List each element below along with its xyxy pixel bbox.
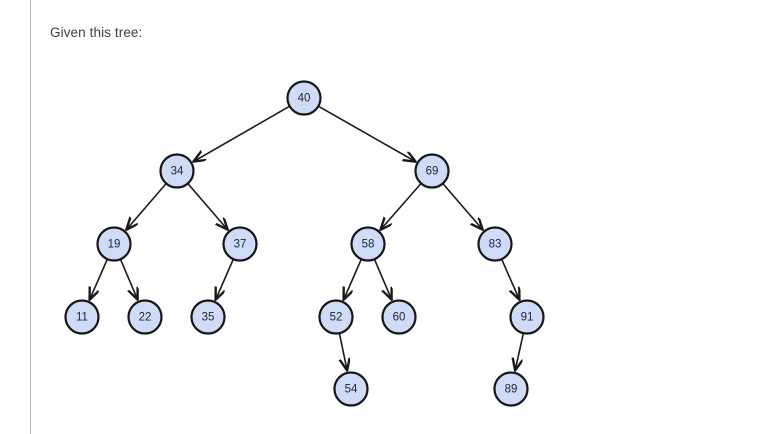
node-circle (381, 299, 417, 335)
node-circle (159, 153, 195, 189)
tree-edge-left (194, 105, 290, 161)
tree-edge-right (119, 259, 138, 299)
node-circle (477, 226, 513, 262)
tree-node[interactable]: 22 (127, 299, 163, 335)
prompt-label: Given this tree: (50, 25, 143, 40)
tree-edge-left (344, 259, 362, 300)
node-circle (222, 226, 258, 262)
tree-edge-left (90, 259, 108, 300)
left-margin-rule (30, 0, 31, 434)
node-circle (318, 299, 354, 335)
node-circle (509, 299, 545, 335)
tree-node[interactable]: 35 (190, 299, 226, 335)
tree-edge-right (187, 183, 227, 229)
tree-edge-left (381, 183, 422, 230)
tree-node[interactable]: 89 (493, 371, 529, 407)
tree-node[interactable]: 40 (286, 80, 322, 116)
node-circle (96, 226, 132, 262)
node-circle (64, 299, 100, 335)
tree-edge-right (373, 259, 392, 299)
tree-node[interactable]: 37 (222, 226, 258, 262)
tree-node[interactable]: 60 (381, 299, 417, 335)
node-circle (414, 153, 450, 189)
tree-node[interactable]: 52 (318, 299, 354, 335)
tree-node[interactable]: 34 (159, 153, 195, 189)
tree-edges-group (90, 105, 525, 370)
tree-node[interactable]: 69 (414, 153, 450, 189)
tree-node[interactable]: 91 (509, 299, 545, 335)
tree-node[interactable]: 11 (64, 299, 100, 335)
tree-edge-left (515, 333, 525, 370)
tree-nodes-group: 40 34 69 19 37 58 83 11 22 35 52 60 91 54 89 (64, 80, 545, 407)
node-circle (127, 299, 163, 335)
node-circle (350, 226, 386, 262)
tree-edge-right (339, 333, 347, 370)
node-circle (333, 371, 369, 407)
node-circle (190, 299, 226, 335)
tree-edge-left (216, 259, 234, 300)
node-circle (493, 371, 529, 407)
tree-edge-right (318, 105, 415, 161)
node-circle (286, 80, 322, 116)
tree-edge-left (127, 183, 167, 229)
tree-node[interactable]: 19 (96, 226, 132, 262)
tree-node[interactable]: 58 (350, 226, 386, 262)
tree-node[interactable]: 83 (477, 226, 513, 262)
tree-edge-right (442, 183, 482, 229)
tree-node[interactable]: 54 (333, 371, 369, 407)
tree-edge-right (501, 259, 519, 300)
